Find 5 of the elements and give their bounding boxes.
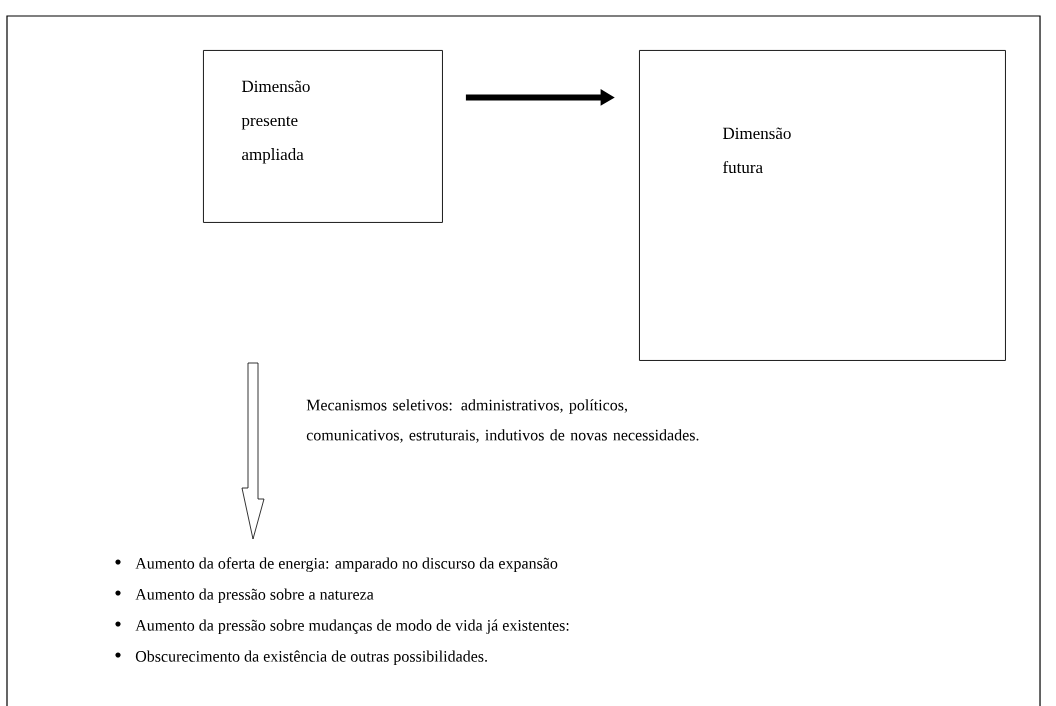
bullet-list: Aumento da oferta de energia: amparado no discurso da expansão Aumento da pressão sobre a natureza Aumento da pressão sobre mudanças de modo de vida já existentes: Obscurecimento da existência de outras possibilidades. [135, 557, 569, 665]
text-box: Dimensão presente ampliada [203, 50, 443, 223]
note-text: Mecanismos seletivos: administrativos, políticos, comunicativos, estruturais, indutivos de novas necessidades. [306, 399, 699, 443]
arrow [241, 362, 265, 540]
text-box: Dimensão futura [639, 50, 1006, 361]
